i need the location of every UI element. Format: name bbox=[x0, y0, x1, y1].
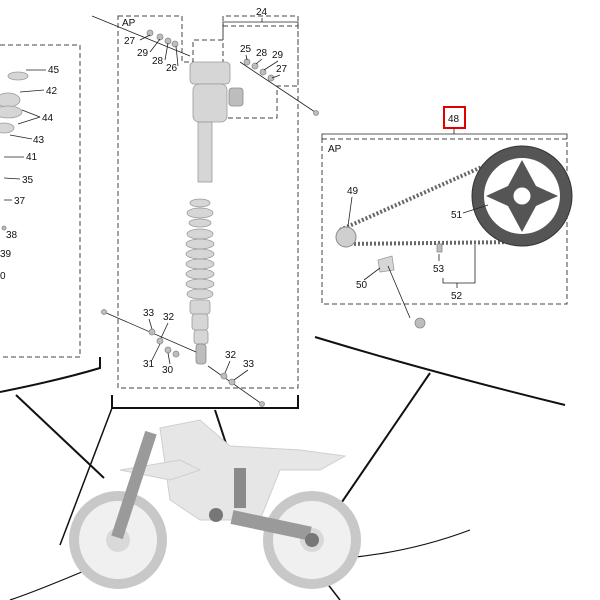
label-43: 43 bbox=[33, 135, 45, 146]
label-31: 31 bbox=[143, 359, 155, 370]
rear-sprocket bbox=[471, 145, 573, 247]
label-27a: 27 bbox=[124, 36, 136, 47]
label-45: 45 bbox=[48, 65, 60, 76]
label-28a: 28 bbox=[152, 56, 164, 67]
label-50: 50 bbox=[356, 280, 368, 291]
label-0: 0 bbox=[0, 271, 6, 282]
label-49: 49 bbox=[347, 186, 359, 197]
label-28b: 28 bbox=[256, 48, 268, 59]
label-41: 41 bbox=[26, 152, 38, 163]
label-53: 53 bbox=[433, 264, 445, 275]
label-26: 26 bbox=[166, 63, 178, 74]
label-27b: 27 bbox=[276, 64, 288, 75]
label-35: 35 bbox=[22, 175, 34, 186]
shock-panel: AP 24 27 29 28 26 25 28 29 27 bbox=[91, 7, 319, 407]
label-29b: 29 bbox=[272, 50, 284, 61]
label-32b: 32 bbox=[225, 350, 237, 361]
label-39: 39 bbox=[0, 249, 12, 260]
label-37: 37 bbox=[14, 196, 26, 207]
label-33a: 33 bbox=[143, 308, 155, 319]
highlight-box-48 bbox=[443, 106, 466, 129]
motorcycle-illustration bbox=[69, 419, 361, 589]
label-33b: 33 bbox=[243, 359, 255, 370]
label-29a: 29 bbox=[137, 48, 149, 59]
label-48: 48 bbox=[448, 114, 460, 125]
label-42: 42 bbox=[46, 86, 58, 97]
label-24: 24 bbox=[256, 7, 268, 18]
label-51: 51 bbox=[451, 210, 463, 221]
drive-chain-panel: AP 48 49 51 53 50 52 bbox=[321, 106, 573, 329]
ap-label-right: AP bbox=[328, 144, 342, 155]
label-52: 52 bbox=[451, 291, 463, 302]
label-32a: 32 bbox=[163, 312, 175, 323]
coil-spring bbox=[185, 228, 215, 300]
label-30: 30 bbox=[162, 365, 174, 376]
left-panel: 45 42 44 43 41 35 37 38 39 0 bbox=[0, 44, 81, 358]
label-38: 38 bbox=[6, 230, 18, 241]
ap-label-left: AP bbox=[122, 18, 136, 29]
label-25: 25 bbox=[240, 44, 252, 55]
label-44: 44 bbox=[42, 113, 54, 124]
